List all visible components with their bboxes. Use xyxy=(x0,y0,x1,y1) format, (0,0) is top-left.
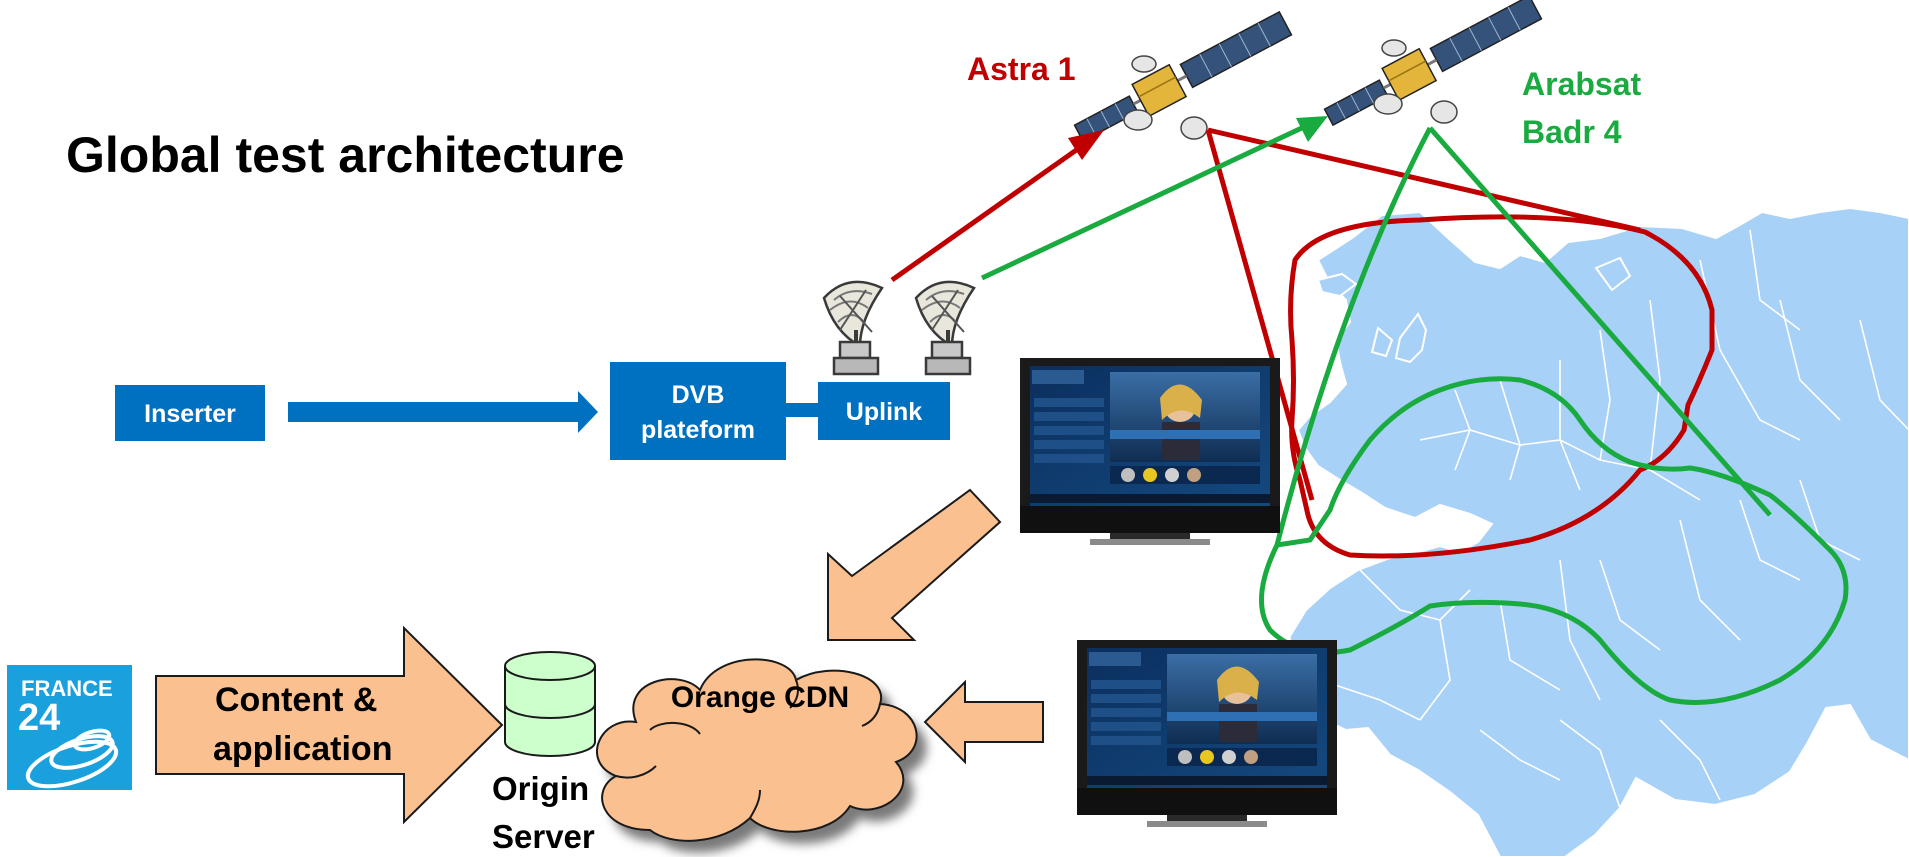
dvb-label-line1: DVB xyxy=(672,381,725,409)
dvb-label-line2: plateform xyxy=(641,416,755,444)
logo-text-line2: 24 xyxy=(18,697,60,739)
map-borders xyxy=(1319,229,1909,809)
logo-text-line1: FRANCE xyxy=(21,676,113,701)
content-label-line2: application xyxy=(213,730,392,768)
astra-coverage-beam xyxy=(1205,127,1715,559)
origin-label-line1: Origin xyxy=(492,770,589,807)
television-icon xyxy=(1020,358,1280,545)
europe-africa-map xyxy=(1286,206,1909,857)
uplink-beam-arrows xyxy=(890,116,1328,283)
origin-label-line2: Server xyxy=(492,818,595,855)
uplink-label: Uplink xyxy=(846,398,922,426)
inserter-label: Inserter xyxy=(144,400,236,428)
orange-cdn-cloud xyxy=(596,658,927,853)
arabsat-label-line1: Arabsat xyxy=(1522,66,1642,102)
satellite-dish-icon xyxy=(822,279,884,376)
arabsat-satellite-icon xyxy=(1318,0,1546,135)
television-icon xyxy=(1077,640,1337,827)
tv2-to-cdn-arrow xyxy=(923,679,1044,765)
uplink-box xyxy=(818,382,950,440)
inserter-to-dvb-arrow xyxy=(288,391,598,433)
arabsat-label-line2: Badr 4 xyxy=(1522,114,1622,150)
astra-satellite-icon xyxy=(1068,5,1296,151)
origin-server-cylinder xyxy=(504,651,596,757)
orange-cdn-label: Orange CDN xyxy=(671,681,849,714)
dvb-uplink-connector xyxy=(786,403,818,417)
satellite-dish-icon xyxy=(914,279,976,376)
content-label-line1: Content & xyxy=(215,681,377,719)
inserter-box xyxy=(115,385,265,441)
dvb-platform-box xyxy=(610,362,786,460)
france24-logo: FRANCE 24 xyxy=(7,665,132,790)
page-title: Global test architecture xyxy=(66,127,625,183)
arabsat-coverage-beam xyxy=(1259,126,1849,705)
astra-label: Astra 1 xyxy=(967,51,1076,87)
content-application-arrow xyxy=(155,625,504,825)
tv-to-cdn-arrow xyxy=(827,488,1002,641)
